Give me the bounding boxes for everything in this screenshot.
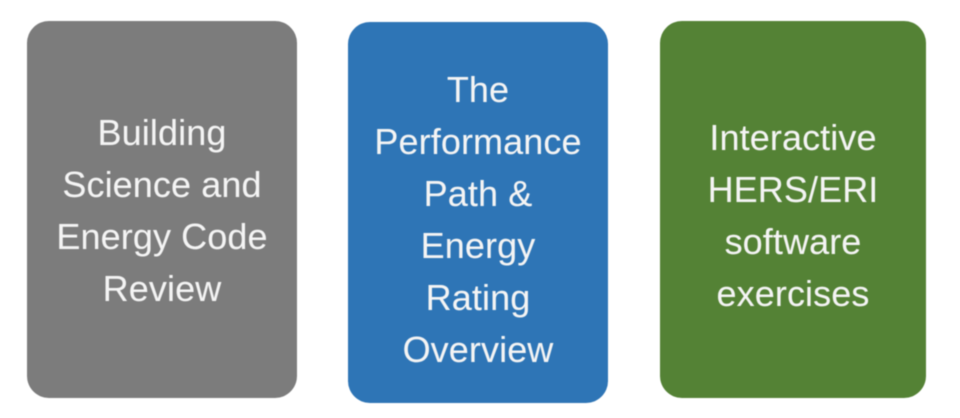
card-building-science-label: Building Science and Energy Code Review [56, 112, 268, 309]
card-hers-software[interactable]: Interactive HERS/ERI software exercises [660, 21, 926, 398]
card-performance-path-label: The Performance Path & Energy Rating Ove… [374, 69, 582, 370]
card-performance-path[interactable]: The Performance Path & Energy Rating Ove… [348, 22, 608, 403]
card-building-science[interactable]: Building Science and Energy Code Review [27, 21, 297, 398]
card-hers-software-label: Interactive HERS/ERI software exercises [707, 117, 879, 314]
